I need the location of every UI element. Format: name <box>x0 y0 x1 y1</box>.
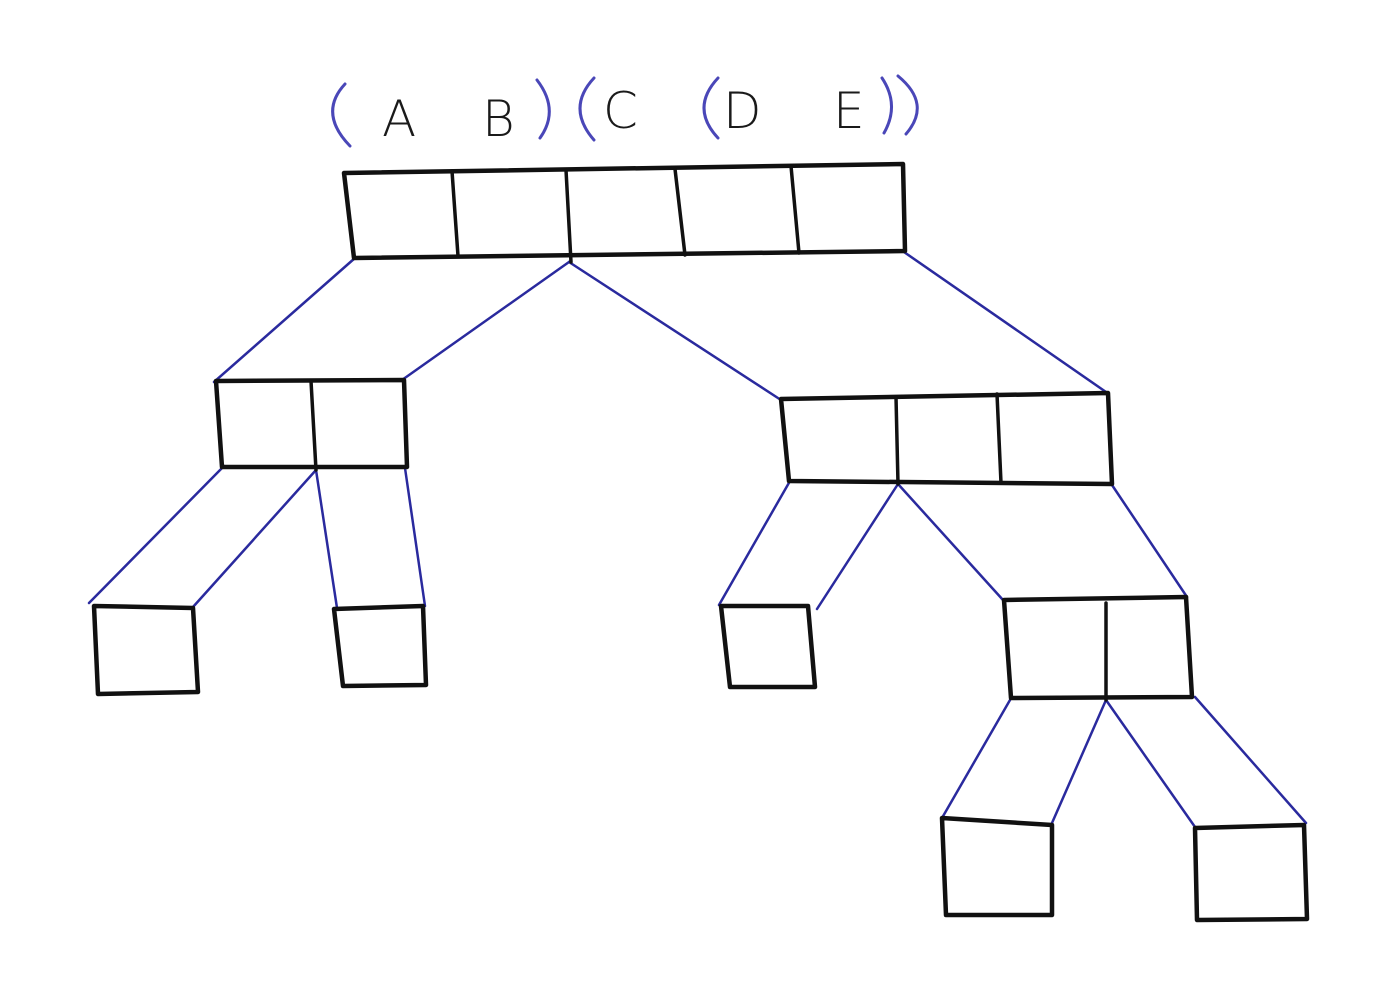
left-node <box>213 377 410 472</box>
close-paren-outer <box>896 74 919 136</box>
close-paren-ab <box>535 78 551 140</box>
leaf-node-2 <box>331 603 429 689</box>
edge-sub-leaf2-inner <box>1104 698 1197 829</box>
close-paren-de <box>880 76 893 135</box>
edge-left-leaf1-inner <box>191 468 318 609</box>
edge-right-sub-inner <box>896 482 1005 602</box>
right-cell-divider-2 <box>995 392 1003 485</box>
edge-sub-leaf1-outer <box>940 698 1012 820</box>
edges <box>87 250 1308 829</box>
edge-right-sub-outer <box>1110 483 1189 599</box>
right-node-frame <box>778 390 1115 487</box>
open-paren-outer <box>331 82 352 148</box>
leaf-node-3 <box>718 603 818 690</box>
letter-b: B <box>482 90 515 148</box>
right-cell-divider-1 <box>894 395 900 486</box>
expression-label: A B C D E <box>331 74 919 148</box>
left-node-frame <box>213 377 410 470</box>
leaf-node-5 <box>1192 822 1310 923</box>
letter-c: C <box>603 82 638 140</box>
leaf-node-1 <box>91 603 201 697</box>
edge-right-leaf-inner <box>815 482 900 611</box>
root-cell-divider-1 <box>450 169 460 258</box>
leaf-nodes <box>91 603 1310 923</box>
letter-d: D <box>723 82 762 140</box>
edge-root-left-outer <box>212 256 357 384</box>
edge-root-right-inner <box>567 260 783 402</box>
root-node <box>341 161 908 264</box>
edge-sub-leaf2-outer <box>1193 695 1308 825</box>
edge-root-right-outer <box>902 250 1108 394</box>
leaf-node-4 <box>939 815 1055 918</box>
edge-root-left-inner <box>400 260 571 382</box>
edge-left-leaf1-outer <box>87 464 226 605</box>
root-node-frame <box>341 161 908 261</box>
left-cell-divider <box>309 379 318 472</box>
letter-e: E <box>833 82 865 140</box>
root-cell-divider-4 <box>789 164 801 255</box>
edge-left-leaf2-outer <box>403 466 427 608</box>
open-paren-cde <box>578 76 596 142</box>
root-cell-divider-2 <box>564 168 573 264</box>
right-node <box>778 390 1115 487</box>
edge-sub-leaf1-inner <box>1050 698 1108 825</box>
root-cell-divider-3 <box>673 167 687 257</box>
edge-left-leaf2-inner <box>314 468 339 610</box>
right-sub-node-frame <box>1001 594 1195 701</box>
letter-a: A <box>382 90 416 148</box>
open-paren-de <box>702 76 720 140</box>
right-sub-node <box>1001 594 1195 702</box>
edge-right-leaf-outer <box>717 479 792 607</box>
